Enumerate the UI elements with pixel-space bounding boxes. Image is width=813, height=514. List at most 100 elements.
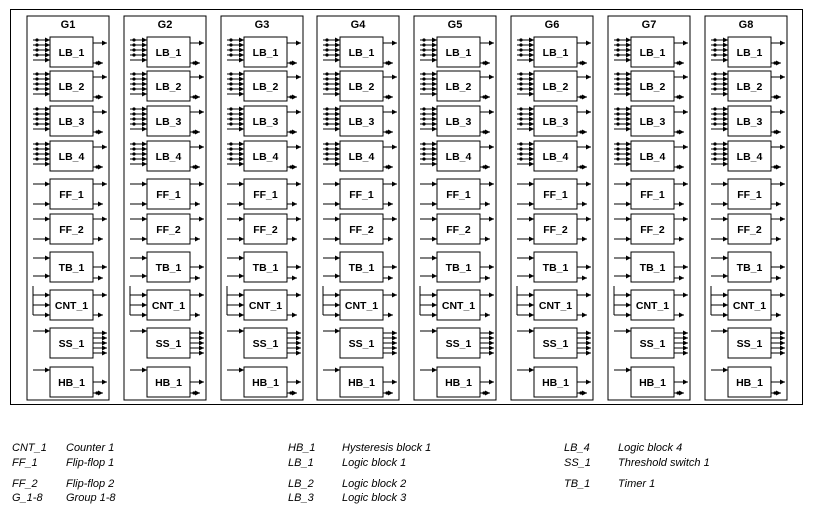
junction-dot — [192, 391, 196, 395]
group-column-1: G1LB_1LB_2LB_3LB_4FF_1FF_2TB_1CNT_1SS_1H… — [26, 15, 110, 401]
group-column-8: G8LB_1LB_2LB_3LB_4FF_1FF_2TB_1CNT_1SS_1H… — [704, 15, 788, 401]
block-label: FF_1 — [59, 189, 84, 201]
block-lb-2: LB_2 — [33, 70, 107, 102]
junction-dot — [289, 61, 293, 65]
junction-dot — [616, 53, 620, 57]
block-box — [436, 251, 481, 283]
junction-dot — [519, 72, 523, 76]
legend-code: LB_3 — [288, 492, 314, 504]
block-label: FF_2 — [543, 224, 568, 236]
junction-dot — [35, 82, 39, 86]
junction-dot — [713, 152, 717, 156]
block-label: HB_1 — [155, 377, 182, 389]
junction-dot — [616, 82, 620, 86]
block-label: LB_1 — [156, 47, 182, 59]
junction-dot — [35, 152, 39, 156]
junction-dot — [132, 117, 136, 121]
junction-dot — [519, 142, 523, 146]
junction-dot — [713, 112, 717, 116]
block-box — [243, 178, 288, 210]
block-ss-1: SS_1 — [323, 327, 397, 359]
junction-dot — [132, 142, 136, 146]
block-tb-1: TB_1 — [420, 251, 494, 283]
junction-dot — [579, 61, 583, 65]
block-label: LB_4 — [543, 151, 569, 163]
junction-dot — [519, 38, 523, 42]
junction-dot — [676, 130, 680, 134]
block-label: LB_2 — [253, 81, 279, 93]
block-ff-2: FF_2 — [614, 213, 688, 245]
block-cnt-1: CNT_1 — [322, 286, 397, 321]
block-ff-2: FF_2 — [227, 213, 301, 245]
block-label: FF_1 — [156, 189, 181, 201]
junction-dot — [325, 87, 329, 91]
junction-dot — [422, 142, 426, 146]
junction-dot — [616, 117, 620, 121]
block-box — [630, 36, 675, 68]
junction-dot — [325, 122, 329, 126]
block-box — [49, 105, 94, 137]
junction-dot — [325, 72, 329, 76]
block-box — [243, 251, 288, 283]
junction-dot — [325, 117, 329, 121]
block-box — [533, 327, 578, 359]
block-label: SS_1 — [253, 338, 279, 350]
block-label: HB_1 — [348, 377, 375, 389]
block-box — [243, 213, 288, 245]
group-border — [607, 15, 691, 401]
block-box — [436, 289, 481, 321]
junction-dot — [422, 43, 426, 47]
legend-code: TB_1 — [564, 478, 591, 490]
junction-dot — [289, 165, 293, 169]
block-lb-3: LB_3 — [33, 105, 107, 137]
block-label: TB_1 — [349, 262, 375, 274]
block-box — [243, 36, 288, 68]
block-ff-1: FF_1 — [517, 178, 591, 210]
junction-dot — [519, 77, 523, 81]
legend-code: G_1-8 — [12, 492, 43, 504]
junction-dot — [289, 95, 293, 99]
block-ss-1: SS_1 — [517, 327, 591, 359]
junction-dot — [713, 53, 717, 57]
block-lb-2: LB_2 — [614, 70, 688, 102]
junction-dot — [95, 165, 99, 169]
junction-dot — [132, 157, 136, 161]
block-label: TB_1 — [737, 262, 763, 274]
block-label: TB_1 — [446, 262, 472, 274]
group-title: G3 — [255, 19, 270, 31]
junction-dot — [616, 157, 620, 161]
block-lb-4: LB_4 — [130, 140, 204, 172]
legend-text: Threshold switch 1 — [618, 457, 710, 469]
group-border — [220, 15, 304, 401]
junction-dot — [35, 38, 39, 42]
junction-dot — [132, 152, 136, 156]
block-ff-1: FF_1 — [614, 178, 688, 210]
legend-text: Flip-flop 2 — [66, 478, 115, 490]
block-box — [49, 213, 94, 245]
junction-dot — [289, 130, 293, 134]
junction-dot — [773, 391, 777, 395]
block-box — [533, 105, 578, 137]
junction-dot — [676, 391, 680, 395]
block-lb-4: LB_4 — [711, 140, 785, 172]
block-hb-1: HB_1 — [614, 366, 688, 398]
block-lb-4: LB_4 — [517, 140, 591, 172]
junction-dot — [229, 157, 233, 161]
junction-dot — [773, 61, 777, 65]
block-box — [727, 213, 772, 245]
block-label: LB_3 — [253, 116, 279, 128]
block-box — [146, 140, 191, 172]
junction-dot — [482, 391, 486, 395]
block-label: LB_4 — [59, 151, 85, 163]
group-column-7: G7LB_1LB_2LB_3LB_4FF_1FF_2TB_1CNT_1SS_1H… — [607, 15, 691, 401]
junction-dot — [519, 48, 523, 52]
block-box — [339, 178, 384, 210]
junction-dot — [229, 87, 233, 91]
junction-dot — [132, 77, 136, 81]
block-hb-1: HB_1 — [323, 366, 397, 398]
block-box — [727, 36, 772, 68]
block-hb-1: HB_1 — [130, 366, 204, 398]
block-cnt-1: CNT_1 — [710, 286, 785, 321]
block-label: LB_3 — [543, 116, 569, 128]
